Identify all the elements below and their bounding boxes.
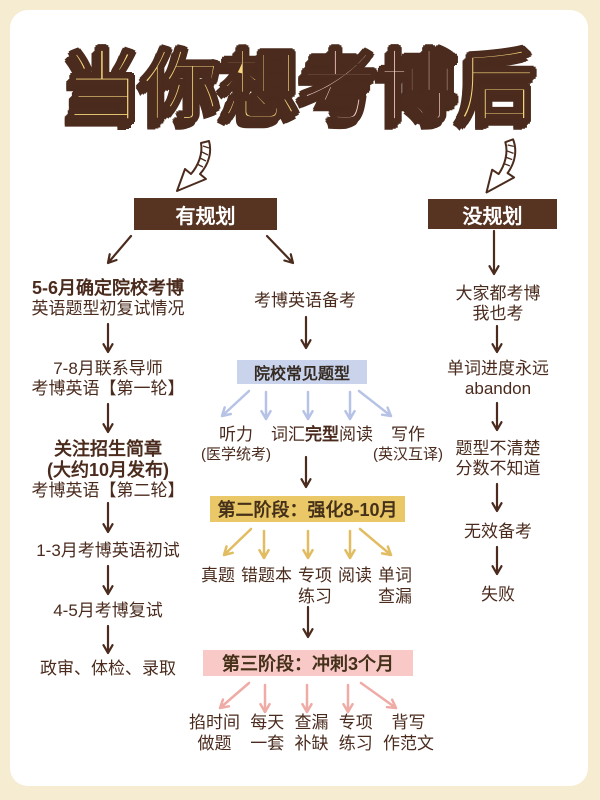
item-label: 写作: [391, 425, 425, 444]
step-text: 题型不清楚: [455, 439, 541, 458]
step-text: 我也考: [472, 304, 524, 323]
item-label: 背写: [391, 713, 426, 732]
item-label: 单词: [378, 566, 412, 585]
item-label: 真题: [201, 566, 235, 585]
left-step-2: 7-8月联系导师 考博英语【第一轮】: [8, 359, 208, 399]
left-step-6: 政审、体检、录取: [8, 659, 208, 679]
left-step-4: 1-3月考博英语初试: [8, 541, 208, 561]
stage3-items-row: 掐时间 做题 每天 一套 查漏 补缺 专项 练习 背写 作范文: [189, 712, 434, 754]
step-text: 单词进度永远: [447, 359, 549, 378]
item-label: 补缺: [294, 734, 329, 753]
step-text: 关注招生简章: [54, 439, 162, 459]
item-label: 完型: [305, 425, 339, 444]
title-char: 后: [457, 42, 538, 132]
stage1-items-row: 听力 (医学统考) 词汇 完型 阅读 写作 (英汉互译): [201, 424, 443, 464]
right-step-3: 题型不清楚 分数不知道: [398, 439, 598, 479]
stage1-item: 词汇: [271, 424, 305, 464]
step-text: 1-3月考博英语初试: [36, 541, 180, 560]
step-text: 大家都考博: [455, 284, 541, 303]
left-step-1: 5-6月确定院校考博 英语题型初复试情况: [8, 278, 208, 319]
title-char: 考: [299, 42, 380, 132]
stage1-item: 完型: [305, 424, 339, 464]
right-step-1: 大家都考博 我也考: [398, 284, 598, 324]
item-label: 听力: [219, 425, 253, 444]
item-label: 专项: [298, 566, 332, 585]
stage3-item: 查漏 补缺: [295, 712, 329, 754]
item-label: 阅读: [339, 425, 373, 444]
item-label: 查漏: [378, 587, 412, 606]
item-label: 专项: [338, 713, 373, 732]
item-label: 作范文: [383, 734, 434, 753]
stage3-item: 每天 一套: [250, 712, 284, 754]
stage2-items-row: 真题 错题本 专项 练习 阅读 单词 查漏: [201, 565, 412, 607]
step-text: 考博英语备考: [254, 291, 356, 310]
branch-unplanned-label: 没规划: [428, 199, 557, 229]
item-label: 练习: [298, 587, 332, 606]
step-text: 考博英语【第二轮】: [31, 481, 185, 500]
right-step-2: 单词进度永远 abandon: [398, 359, 598, 399]
title-char: 博: [378, 42, 459, 132]
step-text: 分数不知道: [455, 459, 541, 478]
hand-drawn-arrow-icon: [485, 138, 517, 194]
step-text: 无效备考: [464, 522, 532, 541]
item-label: 词汇: [271, 425, 305, 444]
stage3-item: 掐时间 做题: [189, 712, 240, 754]
step-text: (大约10月发布): [46, 460, 169, 480]
stage1-item: 阅读: [339, 424, 373, 464]
step-text: 7-8月联系导师: [53, 359, 163, 378]
left-step-3: 关注招生简章 (大约10月发布) 考博英语【第二轮】: [8, 439, 208, 501]
stage2-item: 专项 练习: [298, 565, 332, 607]
step-text: 考博英语【第一轮】: [31, 379, 185, 398]
item-label: 一套: [250, 734, 285, 753]
stage1-item: 听力 (医学统考): [201, 424, 271, 464]
item-label: 查漏: [294, 713, 329, 732]
stage1-title-box: 院校常见题型: [237, 360, 367, 384]
middle-intro: 考博英语备考: [205, 291, 405, 311]
right-step-4: 无效备考: [398, 522, 598, 542]
stage3-item: 背写 作范文: [383, 712, 434, 754]
item-label: 做题: [197, 734, 232, 753]
stage3-item: 专项 练习: [339, 712, 373, 754]
title-char: 当: [62, 42, 143, 132]
title-char: 你: [141, 42, 222, 132]
step-text: 英语题型初复试情况: [31, 299, 185, 318]
page-title: 当你想考博后: [0, 42, 600, 132]
stage2-item: 单词 查漏: [378, 565, 412, 607]
item-label: 每天: [250, 713, 285, 732]
step-text: abandon: [464, 379, 532, 398]
item-label: 阅读: [338, 566, 372, 585]
stage2-title-box: 第二阶段：强化8-10月: [210, 496, 405, 522]
title-char: 想: [220, 42, 301, 132]
left-step-5: 4-5月考博复试: [8, 601, 208, 621]
stage2-item: 阅读: [338, 565, 372, 607]
branch-planned-label: 有规划: [134, 198, 277, 230]
step-text: 失败: [481, 585, 515, 604]
item-note: (英汉互译): [373, 446, 443, 463]
item-note: (医学统考): [201, 446, 271, 463]
step-text: 政审、体检、录取: [40, 659, 176, 678]
step-text: 4-5月考博复试: [53, 601, 163, 620]
item-label: 练习: [338, 734, 373, 753]
stage3-title-box: 第三阶段：冲刺3个月: [203, 650, 413, 676]
stage1-item: 写作 (英汉互译): [373, 424, 443, 464]
stage2-item: 真题: [201, 565, 235, 607]
item-label: 错题本: [241, 566, 292, 585]
hand-drawn-arrow-icon: [176, 140, 212, 192]
step-text: 5-6月确定院校考博: [31, 278, 184, 298]
stage2-item: 错题本: [241, 565, 292, 607]
item-label: 掐时间: [189, 713, 240, 732]
right-step-5: 失败: [398, 585, 598, 605]
